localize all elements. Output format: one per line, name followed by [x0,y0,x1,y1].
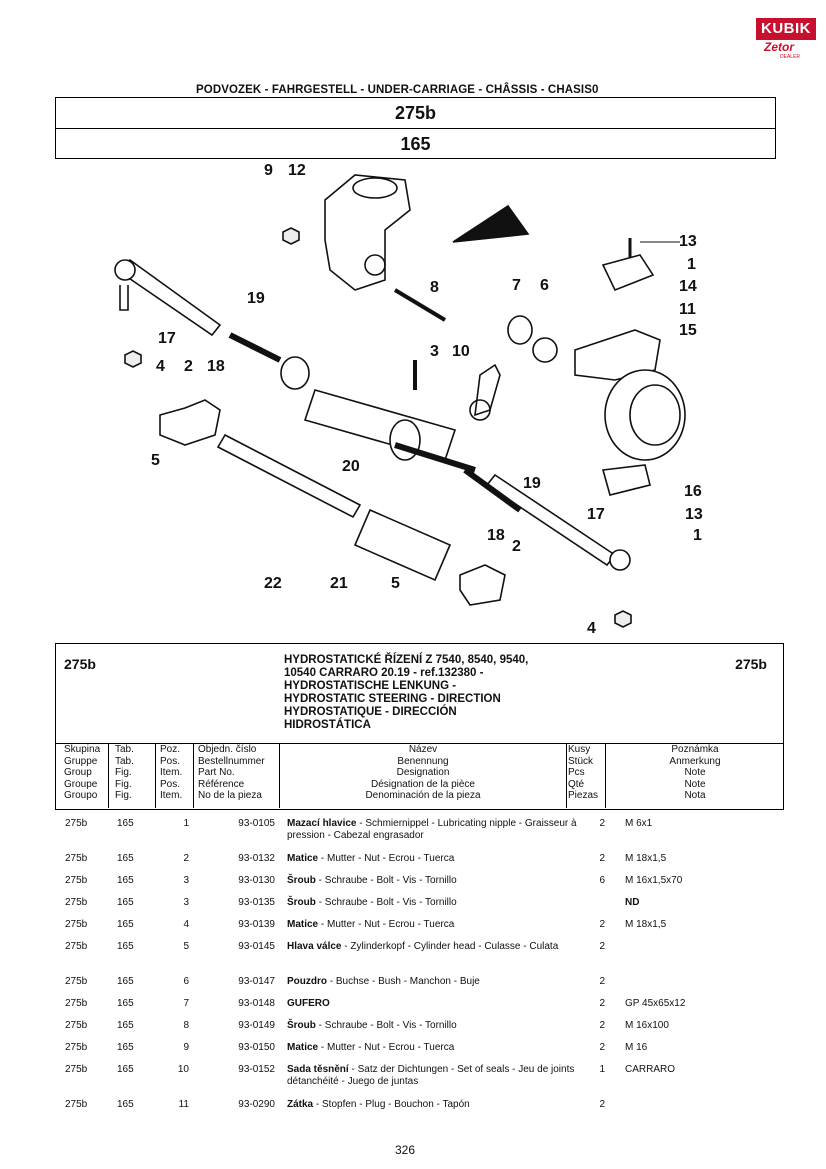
callout-2b: 2 [512,538,521,555]
cell-part-number: 93-0105 [238,818,275,829]
col-divider [279,744,280,808]
cell-group: 275b [65,818,88,829]
callout-5b: 5 [391,575,400,592]
info-code-right: 275b [735,656,767,672]
callout-12: 12 [288,162,306,179]
page-heading: PODVOZEK - FAHRGESTELL - UNDER-CARRIAGE … [196,84,599,96]
callout-5: 5 [151,452,160,469]
callout-13b: 13 [685,506,703,523]
callout-13: 13 [679,233,697,250]
col-divider [193,744,194,808]
callout-20: 20 [342,458,360,475]
desc-line: HYDROSTATISCHE LENKUNG - [284,680,457,692]
callout-19b: 19 [523,475,541,492]
callout-14: 14 [679,278,697,295]
callout-21: 21 [330,575,348,592]
desc-line: HIDROSTÁTICA [284,719,371,731]
col-divider [155,744,156,808]
callout-17: 17 [158,330,176,347]
col-divider [108,744,109,808]
title-box: 275b 165 [55,97,776,159]
callout-11: 11 [679,301,696,318]
callout-19: 19 [247,290,265,307]
col-divider [566,744,567,808]
callout-4: 4 [156,358,165,375]
info-description: HYDROSTATICKÉ ŘÍZENÍ Z 7540, 8540, 9540,… [284,654,528,732]
section-info: 275b 275b HYDROSTATICKÉ ŘÍZENÍ Z 7540, 8… [55,643,784,810]
desc-line: HYDROSTATICKÉ ŘÍZENÍ Z 7540, 8540, 9540, [284,654,529,666]
logo-brand: KUBIK [756,18,816,40]
title-main: 275b [56,98,775,129]
col-divider [605,744,606,808]
cell-name: Mazací hlavice - Schmiernippel - Lubrica… [287,818,577,841]
callout-22: 22 [264,575,282,592]
kubik-zetor-logo: KUBIK Zetor DEALER [756,14,816,60]
callout-17b: 17 [587,506,605,523]
logo-sub: Zetor [764,40,794,54]
exploded-diagram: 9 12 13 1 14 11 15 19 8 7 6 17 4 2 18 3 … [55,160,774,638]
callout-10: 10 [452,343,470,360]
cell-pos: 1 [183,818,189,829]
header-pos: Poz.Pos.Item.Pos.Item. [160,744,183,801]
desc-line: HYDROSTATIC STEERING - DIRECTION [284,693,501,705]
page-number: 326 [395,1143,416,1157]
title-sub: 165 [400,134,431,154]
callout-9: 9 [264,162,273,179]
callout-7: 7 [512,277,521,294]
callout-16: 16 [684,483,702,500]
info-code-left: 275b [64,656,96,672]
cell-tab: 165 [117,818,134,829]
header-divider [55,743,783,744]
cell-note: M 6x1 [625,818,653,829]
callout-2: 2 [184,358,193,375]
cell-qty: 2 [599,818,605,829]
callout-3: 3 [430,343,439,360]
callout-18: 18 [207,358,225,375]
callout-18b: 18 [487,527,505,544]
callout-8: 8 [430,279,439,296]
diagram-drawing [114,174,686,628]
desc-line: 10540 CARRARO 20.19 - ref.132380 - [284,667,484,679]
desc-line: HYDROSTATIQUE - DIRECCIÓN [284,706,457,718]
callout-6: 6 [540,277,549,294]
logo-dealer: DEALER [780,54,801,60]
callout-15: 15 [679,322,697,339]
callout-1: 1 [687,256,696,273]
callout-4b: 4 [587,620,596,637]
header-tab: Tab.Tab.Fig.Fig.Fig. [115,744,134,801]
callout-1b: 1 [693,527,702,544]
